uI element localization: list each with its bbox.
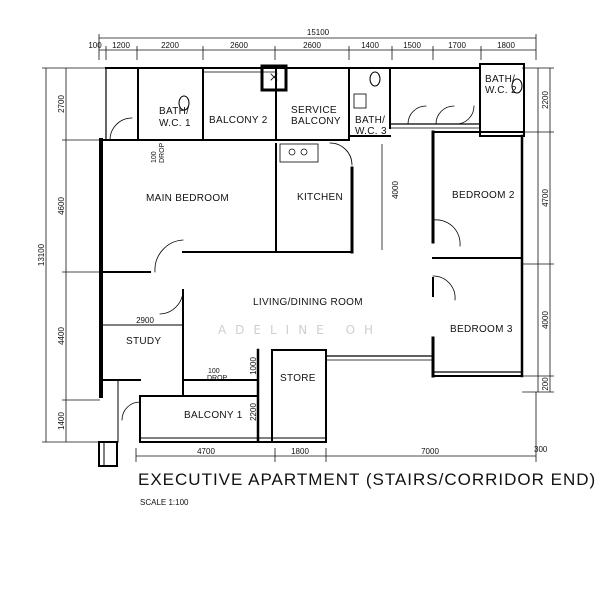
dim-bottom-1: 1800 xyxy=(291,447,309,456)
room-label-balcony1: BALCONY 1 xyxy=(184,410,243,421)
drop-note-2-a: 100 xyxy=(208,368,220,375)
dim-left-total: 13100 xyxy=(37,243,46,266)
dim-top-6: 1500 xyxy=(403,41,421,50)
dim-top-2: 2200 xyxy=(161,41,179,50)
dim-right-0: 2200 xyxy=(541,91,550,109)
dim-left-3: 1400 xyxy=(57,412,66,430)
dim-top-4: 2600 xyxy=(303,41,321,50)
room-label-service-balcony-line1: SERVICE xyxy=(291,105,337,116)
dim-left-0: 2700 xyxy=(57,95,66,113)
dim-balcony-height: 2200 xyxy=(249,403,258,421)
room-label-kitchen: KITCHEN xyxy=(297,192,343,203)
dim-top-5: 1400 xyxy=(361,41,379,50)
dim-kitchen-depth: 4000 xyxy=(391,181,400,199)
dim-left-1: 4600 xyxy=(57,197,66,215)
dim-top-0: 100 xyxy=(88,41,102,50)
drop-notes: 100 DROP 100 DROP xyxy=(151,142,228,382)
walls xyxy=(98,63,525,467)
room-label-bedroom3: BEDROOM 3 xyxy=(450,324,513,335)
room-label-balcony2: BALCONY 2 xyxy=(209,115,268,126)
drop-note-2-b: DROP xyxy=(207,375,228,382)
room-label-bedroom2: BEDROOM 2 xyxy=(452,190,515,201)
dimension-labels: 15100 100 1200 2200 2600 2600 1400 1500 … xyxy=(37,28,550,456)
dim-bottom-right: 300 xyxy=(534,445,548,454)
plan-title: EXECUTIVE APARTMENT (STAIRS/CORRIDOR END… xyxy=(138,470,597,489)
dim-top-3: 2600 xyxy=(230,41,248,50)
room-label-bath2-line1: BATH/ xyxy=(485,74,515,85)
dim-top-1: 1200 xyxy=(112,41,130,50)
room-label-living-dining: LIVING/DINING ROOM xyxy=(253,297,363,308)
dim-left-2: 4400 xyxy=(57,327,66,345)
room-label-main-bedroom: MAIN BEDROOM xyxy=(146,193,229,204)
dim-right-1: 4700 xyxy=(541,189,550,207)
drop-note-1-b: DROP xyxy=(159,142,166,163)
dim-top-total: 15100 xyxy=(307,28,330,37)
dim-right-2: 4000 xyxy=(541,311,550,329)
room-label-bath1-line2: W.C. 1 xyxy=(159,118,191,129)
room-label-bath2-line2: W.C. 2 xyxy=(485,85,517,96)
dim-top-7: 1700 xyxy=(448,41,466,50)
watermark: ADELINE OH xyxy=(218,323,382,337)
dimension-lines xyxy=(42,34,554,462)
room-label-study: STUDY xyxy=(126,336,161,347)
drop-note-1-a: 100 xyxy=(151,151,158,163)
dim-right-3: 200 xyxy=(541,377,550,391)
plan-scale: SCALE 1:100 xyxy=(140,498,189,507)
dim-store-height: 1000 xyxy=(249,357,258,375)
room-label-bath1-line1: BATH/ xyxy=(159,106,189,117)
room-label-bath3-line1: BATH/ xyxy=(355,115,385,126)
dim-top-8: 1800 xyxy=(497,41,515,50)
room-label-service-balcony-line2: BALCONY xyxy=(291,116,341,127)
room-label-bath3-line2: W.C. 3 xyxy=(355,126,387,137)
dim-bottom-0: 4700 xyxy=(197,447,215,456)
room-labels: BATH/ W.C. 1 BALCONY 2 SERVICE BALCONY B… xyxy=(126,74,517,421)
dim-study-width: 2900 xyxy=(136,316,154,325)
room-label-store: STORE xyxy=(280,373,316,384)
dim-bottom-2: 7000 xyxy=(421,447,439,456)
